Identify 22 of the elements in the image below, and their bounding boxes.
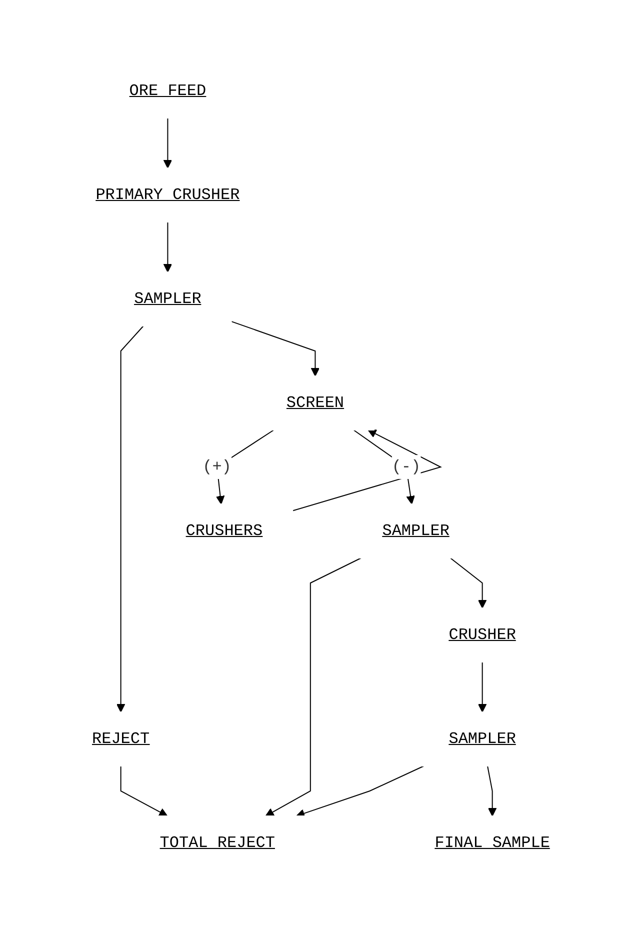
- node-text: REJECT: [92, 730, 150, 748]
- node-text: SAMPLER: [134, 290, 201, 308]
- edge-label: (+): [202, 458, 231, 476]
- arrow: [162, 118, 172, 168]
- arrow: [120, 765, 168, 816]
- arrow: [486, 765, 496, 816]
- node-text: CRUSHER: [448, 626, 516, 644]
- arrow: [477, 662, 486, 712]
- arrow: [264, 558, 362, 816]
- node-text: SAMPLER: [382, 522, 449, 540]
- edge-label: (-): [391, 458, 420, 476]
- arrow: [116, 326, 144, 712]
- node-text: SAMPLER: [448, 730, 516, 748]
- arrow: [162, 222, 172, 272]
- arrow: [449, 558, 486, 608]
- arrow: [230, 320, 320, 376]
- node-text: FINAL SAMPLE: [434, 834, 550, 852]
- node-text: ORE FEED: [128, 82, 206, 100]
- node-text: SCREEN: [286, 394, 344, 412]
- node-text: CRUSHERS: [185, 522, 262, 540]
- arrow: [296, 765, 424, 818]
- node-text: PRIMARY CRUSHER: [95, 186, 240, 204]
